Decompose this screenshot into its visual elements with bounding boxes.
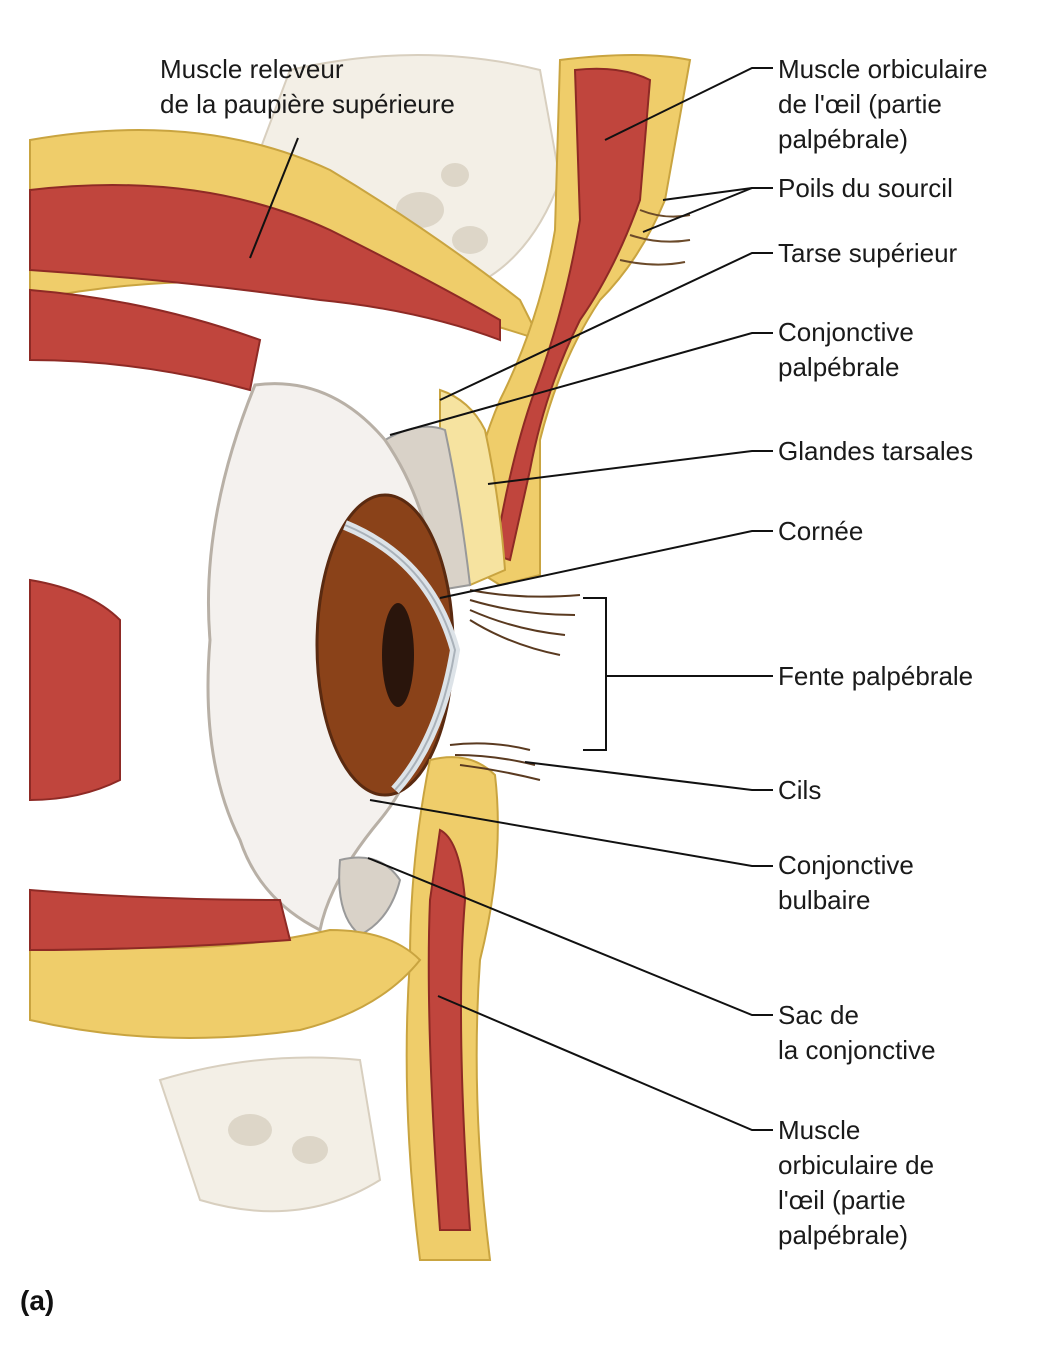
leader-lines: [249, 67, 773, 1131]
label-line: palpébrale: [778, 352, 900, 382]
label-line: Fente palpébrale: [778, 661, 974, 691]
label-superior-tarsus: Tarse supérieur: [778, 236, 957, 271]
label-line: Tarse supérieur: [778, 238, 958, 268]
label-cornea: Cornée: [778, 514, 863, 549]
upper-eyelashes: [469, 589, 581, 656]
label-line: palpébrale): [778, 124, 909, 154]
label-eyelashes: Cils: [778, 773, 821, 808]
inferior-rectus-muscle: [29, 888, 292, 952]
label-line: Conjonctive: [778, 850, 914, 880]
conjunctival-sac-shape: [338, 856, 402, 937]
label-line: la conjonctive: [778, 1035, 936, 1065]
label-line: de la paupière supérieure: [160, 89, 455, 119]
bone-hole: [452, 226, 488, 254]
medial-muscle: [29, 578, 121, 802]
label-line: Sac de: [778, 1000, 859, 1030]
label-line: Muscle: [778, 1115, 861, 1145]
label-line: de l'œil (partie: [778, 89, 942, 119]
fissure-bracket: [583, 597, 607, 751]
label-line: Glandes tarsales: [778, 436, 974, 466]
label-line: l'œil (partie: [778, 1185, 906, 1215]
label-line: Cornée: [778, 516, 864, 546]
label-orbicularis-upper: Muscle orbiculaire de l'œil (partie palp…: [778, 52, 988, 157]
label-eyebrow-hairs: Poils du sourcil: [778, 171, 953, 206]
levator-muscle: [29, 184, 501, 342]
panel-label: (a): [20, 1285, 55, 1316]
label-line: Muscle releveur: [160, 54, 344, 84]
pupil: [382, 603, 414, 707]
label-bulbar-conjunctiva: Conjonctive bulbaire: [778, 848, 914, 918]
label-line: bulbaire: [778, 885, 871, 915]
label-tarsal-glands: Glandes tarsales: [778, 434, 973, 469]
label-conjunctival-sac: Sac de la conjonctive: [778, 998, 936, 1068]
label-line: orbiculaire de: [778, 1150, 935, 1180]
lower-orbital-fat: [29, 928, 422, 1039]
label-line: palpébrale): [778, 1220, 909, 1250]
lower-orbicularis-muscle: [427, 828, 472, 1231]
bone-hole: [441, 163, 469, 187]
label-line: Muscle orbiculaire: [778, 54, 988, 84]
superior-rectus-muscle: [29, 288, 262, 392]
label-orbicularis-lower: Muscle orbiculaire de l'œil (partie palp…: [778, 1113, 934, 1253]
bone-hole: [228, 1114, 272, 1146]
label-line: Poils du sourcil: [778, 173, 953, 203]
bone-hole: [292, 1136, 328, 1164]
label-line: Conjonctive: [778, 317, 914, 347]
label-line: Cils: [778, 775, 822, 805]
label-palpebral-fissure: Fente palpébrale: [778, 659, 973, 694]
label-levator: Muscle releveur de la paupière supérieur…: [160, 52, 455, 122]
upper-orbicularis-muscle: [493, 67, 652, 562]
label-palpebral-conjunctiva: Conjonctive palpébrale: [778, 315, 914, 385]
